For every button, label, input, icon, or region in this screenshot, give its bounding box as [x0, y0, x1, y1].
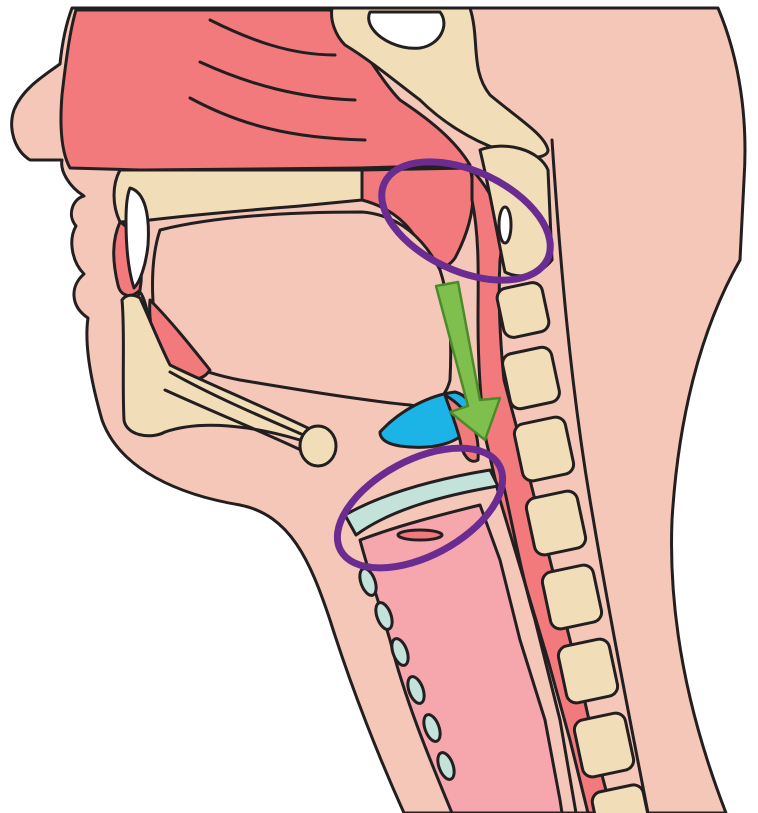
vertebra — [495, 281, 550, 339]
vertebra — [541, 563, 604, 631]
vocal-fold — [398, 530, 442, 540]
vertebra — [501, 345, 562, 410]
vertebra — [557, 637, 620, 705]
atlas-foramen — [499, 207, 511, 243]
vertebra — [525, 489, 588, 557]
hyoid-bone — [300, 426, 336, 466]
vertebra — [513, 415, 576, 483]
vertebra — [573, 711, 636, 779]
